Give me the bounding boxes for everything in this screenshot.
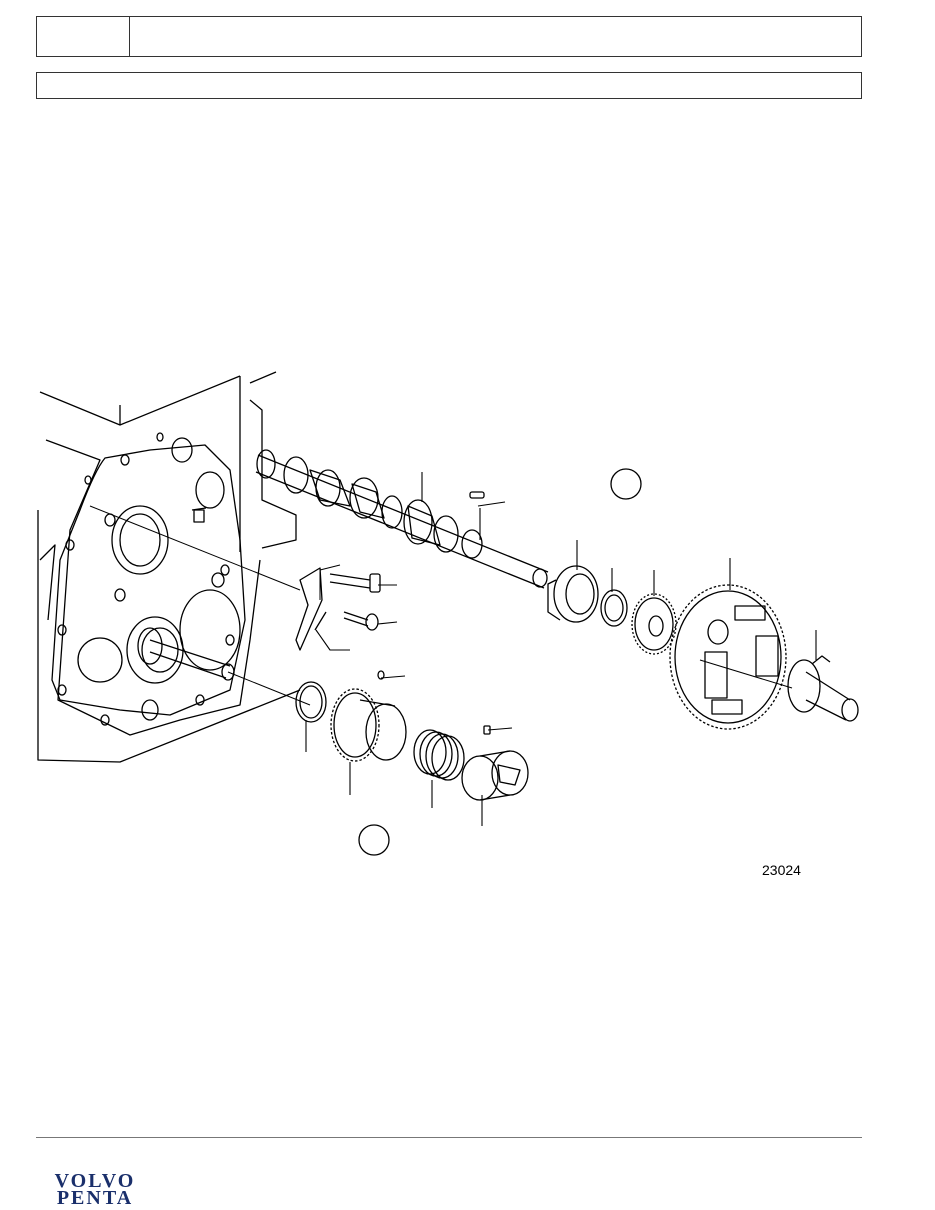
subheader-box	[36, 72, 862, 99]
bolts-and-bracket	[295, 567, 381, 651]
logo-line-1: VOLVO	[54, 1170, 136, 1192]
camshaft	[255, 449, 549, 589]
header-box	[36, 16, 862, 57]
figure-number: 23024	[762, 862, 801, 878]
header-divider	[129, 17, 130, 56]
lower-shaft	[137, 627, 235, 681]
o-ring	[295, 681, 327, 723]
footer-rule	[36, 1137, 862, 1138]
sleeve	[461, 725, 529, 801]
logo-line-2: PENTA	[56, 1187, 134, 1209]
leader-lines	[305, 472, 817, 826]
spacer-ring	[600, 589, 628, 627]
key	[469, 491, 485, 499]
circle-marker-lower	[358, 824, 390, 856]
flanged-shaft	[787, 655, 859, 722]
small-gear	[631, 593, 677, 655]
ball-bearing	[547, 565, 599, 623]
alignment-lines	[89, 505, 793, 706]
large-gear	[669, 584, 787, 730]
circle-marker-upper	[610, 468, 642, 500]
engine-block	[37, 371, 301, 763]
volvo-penta-logo: VOLVO PENTA	[36, 1170, 154, 1209]
lower-gear	[330, 670, 407, 762]
spring	[413, 729, 465, 781]
